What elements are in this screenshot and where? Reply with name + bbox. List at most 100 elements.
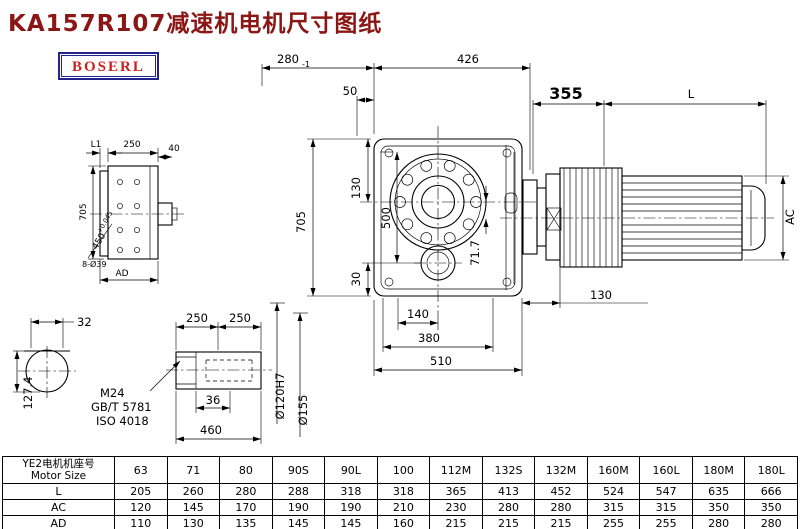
table-header-cell: 132S <box>481 456 536 484</box>
table-cell: 120 <box>114 499 168 516</box>
right-dimension-ac: AC <box>744 175 797 261</box>
dim-130-left: 130 <box>349 177 363 199</box>
table-header-cell: 71 <box>166 456 221 484</box>
dim-L1: L1 <box>91 140 102 150</box>
dim-510: 510 <box>430 354 452 368</box>
dim-705-side: 705 <box>79 203 89 220</box>
table-cell: 215 <box>429 515 483 529</box>
table-cell: 452 <box>534 483 588 500</box>
table-cell: 350 <box>691 499 746 516</box>
top-dimensions: 280 -1 426 50 355 L <box>261 52 767 184</box>
label-m24: M24 <box>100 386 125 400</box>
row-label: L <box>2 483 115 500</box>
table-cell: 170 <box>219 499 273 516</box>
table-cell: 210 <box>376 499 431 516</box>
table-cell: 280 <box>219 483 273 500</box>
table-cell: 190 <box>324 499 378 516</box>
table-cell: 280 <box>481 499 536 516</box>
dim-40: 40 <box>168 144 180 154</box>
dim-diam-155: Ø155 <box>296 394 310 425</box>
table-cell: 666 <box>744 483 798 500</box>
table-header-cell: 180M <box>691 456 746 484</box>
shaft-detail-view: M24 GB/T 5781 ISO 4018 250 250 36 460 Ø1… <box>91 302 310 444</box>
table-header-cell: 112M <box>429 456 483 484</box>
table-cell: 145 <box>324 515 378 529</box>
gearbox-front-view <box>373 138 523 297</box>
dim-130-bottom: 130 <box>590 288 612 302</box>
table-header-cell: 160L <box>639 456 693 484</box>
dim-426: 426 <box>457 52 479 66</box>
dim-705: 705 <box>294 211 308 233</box>
dim-450-tol: +0.045 <box>95 210 114 235</box>
table-cell: 635 <box>691 483 746 500</box>
table-cell: 255 <box>586 515 641 529</box>
table-cell: 130 <box>166 515 221 529</box>
dim-460: 460 <box>200 423 222 437</box>
dim-250-a: 250 <box>186 311 208 325</box>
label-iso-4018: ISO 4018 <box>96 414 149 428</box>
table-header-cell: 132M <box>534 456 588 484</box>
gearbox-side-view: L1 250 40 705 450 +0.045 8-Ø39 AD <box>79 140 184 284</box>
dim-71-7: 71.7 <box>468 240 482 266</box>
dim-500: 500 <box>379 207 393 229</box>
table-cell: 260 <box>166 483 221 500</box>
row-label: AD <box>2 515 115 529</box>
table-header-cell: 160M <box>586 456 641 484</box>
row-label: AC <box>2 499 115 516</box>
dim-450: 450 <box>91 231 108 251</box>
table-cell: 315 <box>586 499 641 516</box>
boserl-logo-text: BOSERL <box>72 59 145 75</box>
bottom-dimensions: 130 140 380 510 <box>373 268 648 376</box>
table-cell: 318 <box>324 483 378 500</box>
boserl-logo-inner-border: BOSERL <box>61 55 156 77</box>
table-cell: 365 <box>429 483 483 500</box>
table-header-cell: 100 <box>376 456 431 484</box>
table-header-cell: 80 <box>219 456 273 484</box>
boserl-logo-box: BOSERL <box>58 52 159 80</box>
dim-30: 30 <box>349 272 363 287</box>
dim-AC: AC <box>783 209 797 225</box>
dim-380: 380 <box>418 331 440 345</box>
table-header-cell: 90L <box>324 456 378 484</box>
dim-36: 36 <box>206 393 221 407</box>
table-header-cell: 180L <box>744 456 798 484</box>
dim-355: 355 <box>549 84 582 103</box>
table-cell: 350 <box>744 499 798 516</box>
motor-side-view <box>522 167 766 268</box>
table-cell: 110 <box>114 515 168 529</box>
table-cell: 145 <box>166 499 221 516</box>
dim-L: L <box>688 87 695 101</box>
table-cell: 413 <box>481 483 536 500</box>
label-8-holes: 8-Ø39 <box>82 259 106 269</box>
table-cell: 160 <box>376 515 431 529</box>
table-cell: 215 <box>534 515 588 529</box>
table-cell: 280 <box>691 515 746 529</box>
dim-50: 50 <box>343 84 358 98</box>
dim-280: 280 <box>277 52 299 66</box>
table-header-cell: 63 <box>114 456 168 484</box>
dim-280-tol: -1 <box>302 60 310 69</box>
table-cell: 145 <box>271 515 326 529</box>
table-header-cell: 90S <box>271 456 326 484</box>
dim-AD: AD <box>115 269 128 279</box>
table-cell: 524 <box>586 483 641 500</box>
table-cell: 205 <box>114 483 168 500</box>
table-cell: 315 <box>639 499 693 516</box>
table-cell: 318 <box>376 483 431 500</box>
table-cell: 280 <box>534 499 588 516</box>
left-dimensions: 705 130 500 30 71.7 <box>294 138 489 297</box>
table-cell: 255 <box>639 515 693 529</box>
table-cell: 215 <box>481 515 536 529</box>
dim-32: 32 <box>77 315 92 329</box>
page-title: KA157R107减速机电机尺寸图纸 <box>8 11 383 37</box>
dim-250-side: 250 <box>123 140 140 150</box>
table-cell: 230 <box>429 499 483 516</box>
table-cell: 547 <box>639 483 693 500</box>
